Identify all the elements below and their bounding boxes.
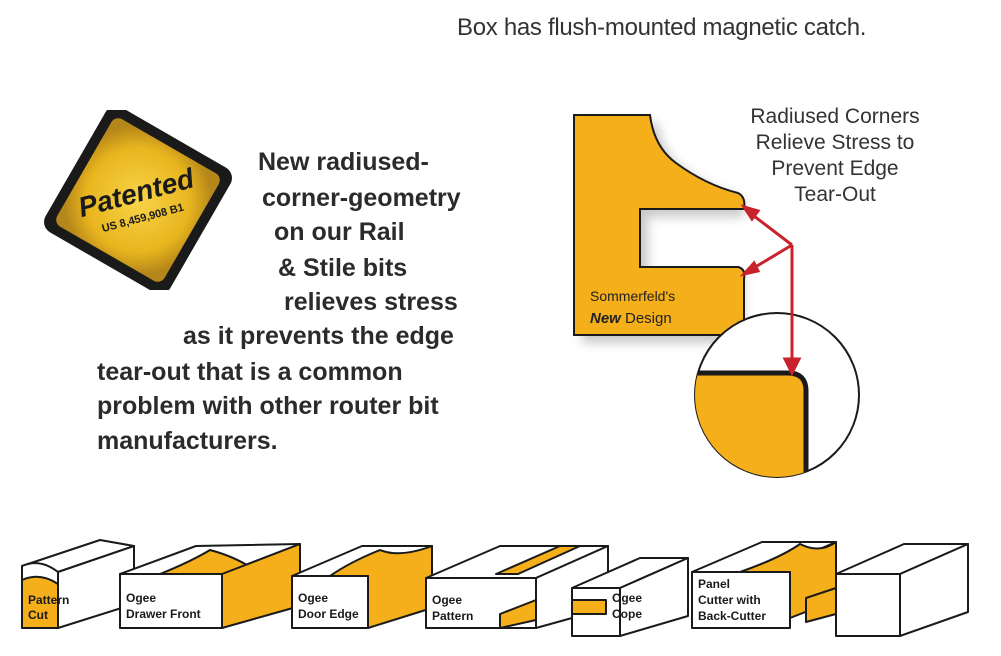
headline-line: New radiused- [258, 148, 429, 176]
headline-line: problem with other router bit [97, 392, 439, 420]
headline-line: corner-geometry [262, 184, 461, 212]
headline-line: on our Rail [274, 218, 405, 246]
headline-line: manufacturers. [97, 427, 278, 455]
profile-design-label: New Design [590, 310, 672, 327]
strip-label: Cutter with [698, 593, 761, 607]
callout-text: Radiused Corners Relieve Stress to Preve… [720, 104, 950, 208]
headline-line: tear-out that is a common [97, 358, 403, 386]
patented-badge: Patented US 8,459,908 B1 [44, 110, 232, 290]
strip-label: Ogee [432, 593, 462, 607]
headline-line: relieves stress [284, 288, 458, 316]
strip-label: Pattern [28, 593, 69, 607]
profile-strip: Pattern Cut Ogee Drawer Front Ogee Door … [21, 539, 969, 637]
headline-line: as it prevents the edge [183, 322, 454, 350]
strip-label: Pattern [432, 609, 473, 623]
strip-label: Panel [698, 577, 730, 591]
box-caption: Box has flush-mounted magnetic catch. [457, 14, 867, 41]
blank-slab-block [835, 543, 969, 637]
arrows [739, 204, 802, 377]
ogee-cope-block: Ogee Cope [571, 557, 689, 637]
profile-diagram: Sommerfeld's New Design [573, 114, 860, 478]
strip-label: Back-Cutter [698, 609, 766, 623]
panel-cutter-block: Panel Cutter with Back-Cutter [691, 541, 837, 629]
callout-line: Prevent Edge [771, 157, 899, 180]
headline-line: & Stile bits [278, 254, 408, 282]
pattern-cut-block: Pattern Cut [21, 539, 135, 629]
callout-line: Relieve Stress to [755, 131, 915, 154]
ogee-drawer-front-block: Ogee Drawer Front [119, 543, 301, 629]
strip-label: Ogee [126, 591, 156, 605]
router-profile-shape [573, 114, 746, 336]
strip-label: Ogee [612, 591, 642, 605]
strip-label: Cope [612, 607, 642, 621]
strip-label: Door Edge [298, 607, 359, 621]
strip-label: Ogee [298, 591, 328, 605]
callout-line: Tear-Out [794, 183, 876, 206]
callout-line: Radiused Corners [750, 105, 920, 128]
ogee-pattern-block: Ogee Pattern [425, 545, 609, 629]
strip-label: Cut [28, 608, 48, 622]
profile-maker-label: Sommerfeld's [590, 288, 675, 304]
ogee-door-edge-block: Ogee Door Edge [291, 545, 433, 629]
strip-label: Drawer Front [126, 607, 201, 621]
